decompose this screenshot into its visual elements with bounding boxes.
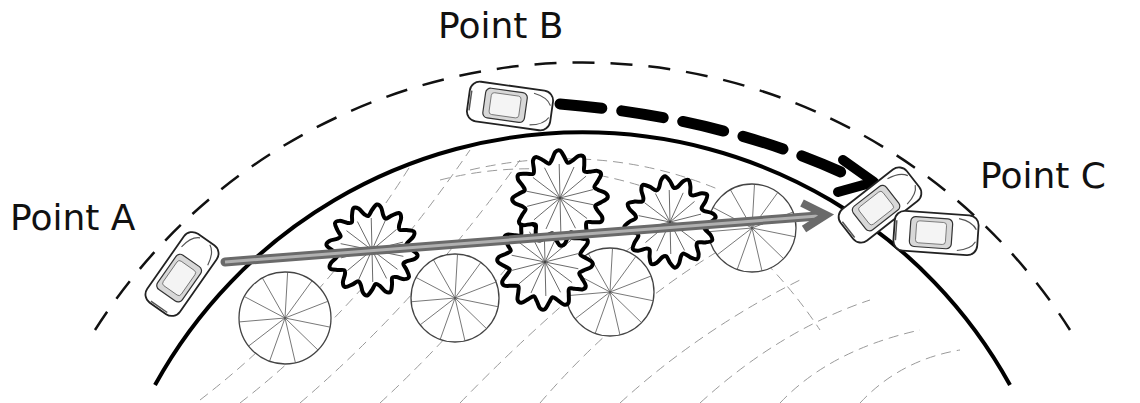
car [466, 80, 555, 131]
direct-arrow [225, 203, 826, 262]
point-label: Point A [10, 200, 135, 236]
road-arrow [560, 104, 874, 192]
point-label: Point B [438, 8, 564, 44]
tree [411, 254, 499, 342]
tree-group [239, 184, 796, 364]
point-label: Point C [980, 158, 1106, 194]
car [893, 210, 980, 256]
hill-hatching [200, 150, 960, 403]
hill-edge [155, 132, 1010, 385]
tree [239, 272, 331, 364]
car [142, 228, 223, 320]
road-edge [95, 63, 1070, 330]
car-group [142, 80, 980, 320]
